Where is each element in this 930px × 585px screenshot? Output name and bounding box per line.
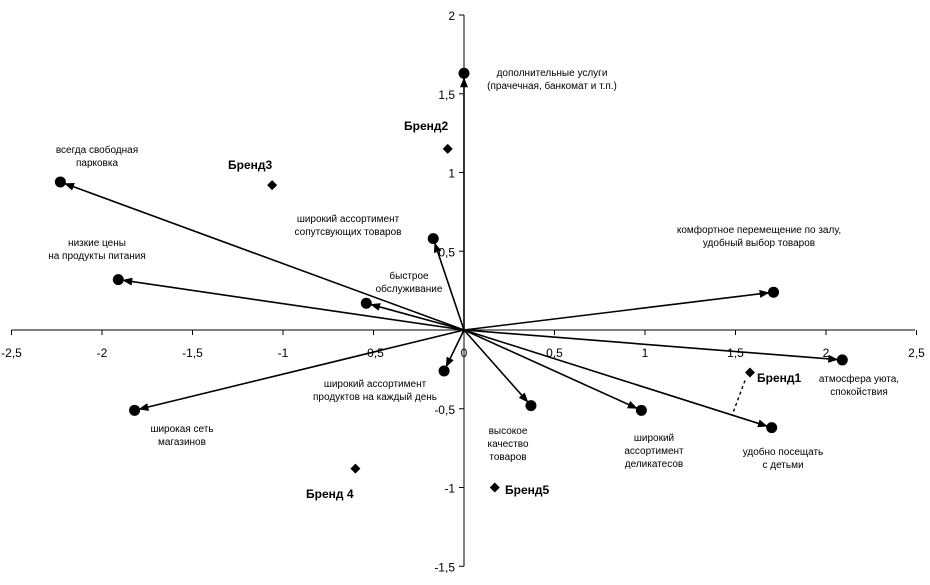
attribute-vector	[138, 329, 465, 411]
attribute-label: дополнительные услуги(прачечная, банкома…	[487, 68, 617, 92]
brand1-projection-line	[731, 380, 746, 416]
attribute-vector	[463, 329, 839, 363]
brand-marker	[267, 180, 278, 191]
attribute-vector	[463, 329, 768, 428]
y-tick-label: -1	[444, 482, 455, 496]
brand-label: Бренд 4	[306, 487, 354, 501]
y-tick-label: -0,5	[434, 403, 455, 417]
attribute-point	[112, 274, 124, 286]
attribute-vector	[445, 329, 465, 368]
attribute-point	[129, 404, 141, 416]
attribute-point	[836, 354, 848, 366]
attribute-label: атмосфера уюта,спокойствия	[819, 373, 899, 398]
attribute-point	[427, 233, 439, 245]
x-tick-label: -1	[278, 346, 289, 360]
attribute-vector	[433, 242, 465, 331]
x-tick-label: 1	[642, 346, 649, 360]
brand-marker	[350, 463, 361, 474]
y-tick-label: 2	[448, 9, 455, 23]
x-tick-label: 0	[461, 346, 468, 360]
y-tick-label: 0,5	[438, 245, 455, 259]
x-tick-label: 2,5	[908, 346, 925, 360]
attribute-point	[766, 422, 778, 434]
brand-label: Бренд1	[757, 371, 801, 385]
attribute-vector	[463, 329, 529, 403]
brand-marker	[744, 367, 755, 378]
attribute-vector	[463, 329, 638, 409]
y-tick-label: -1,5	[434, 560, 455, 574]
y-tick-label: 1,5	[438, 88, 455, 102]
brand-label: Бренд5	[505, 483, 549, 497]
x-tick-label: -2,5	[1, 346, 22, 360]
attribute-point	[635, 404, 647, 416]
attribute-point	[458, 67, 470, 79]
x-tick-label: -0,5	[363, 346, 384, 360]
attribute-point	[438, 365, 450, 377]
attribute-vector	[64, 182, 465, 331]
attribute-vector	[122, 277, 465, 331]
attribute-label: комфортное перемещение по залу,удобный в…	[677, 224, 841, 249]
attribute-point	[360, 297, 372, 309]
x-tick-label: -1,5	[182, 346, 203, 360]
brand-label: Бренд3	[228, 158, 272, 172]
attribute-point	[768, 286, 780, 298]
attribute-vector	[370, 303, 465, 331]
y-tick-label: 1	[448, 167, 455, 181]
x-tick-label: 0,5	[546, 346, 563, 360]
x-tick-label: -2	[97, 346, 108, 360]
attribute-point	[525, 400, 537, 412]
attribute-point	[54, 176, 66, 188]
brand-marker	[442, 143, 453, 154]
x-tick-label: 1,5	[727, 346, 744, 360]
brand-marker	[489, 482, 500, 493]
attribute-vector	[463, 289, 770, 331]
brand-label: Бренд2	[404, 119, 448, 133]
x-tick-label: 2	[823, 346, 830, 360]
